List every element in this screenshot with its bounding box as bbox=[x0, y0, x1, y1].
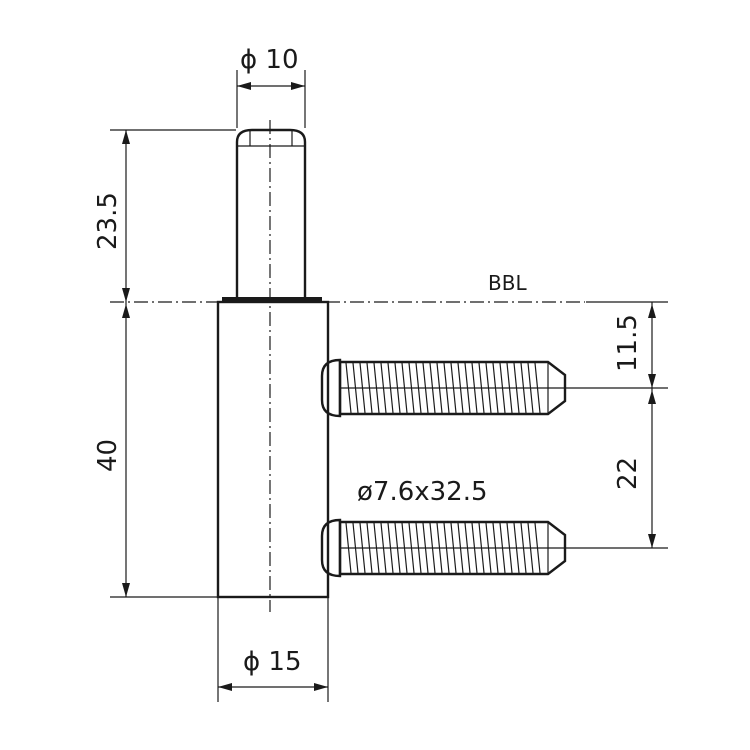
dimension-pin-height: 23.5 bbox=[93, 129, 236, 302]
svg-text:11.5: 11.5 bbox=[613, 314, 643, 372]
dimension-pin-diameter: ϕ 10 bbox=[236, 45, 306, 128]
dimension-sleeve-height: 40 bbox=[93, 302, 217, 598]
svg-text:40: 40 bbox=[93, 439, 123, 472]
svg-text:22: 22 bbox=[613, 457, 643, 490]
screw-size-label: ø7.6x32.5 bbox=[357, 477, 488, 507]
svg-text:ϕ 15: ϕ 15 bbox=[243, 647, 302, 677]
hinge-pin bbox=[222, 128, 322, 303]
dimension-sleeve-diameter: ϕ 15 bbox=[217, 598, 329, 702]
bbl-label: BBL bbox=[488, 271, 527, 295]
hinge-sleeve bbox=[216, 300, 330, 599]
svg-text:ϕ 10: ϕ 10 bbox=[240, 45, 299, 75]
dimension-screw-spacing: 22 bbox=[340, 388, 668, 549]
svg-text:23.5: 23.5 bbox=[93, 192, 123, 250]
dimension-screw-offset: 11.5 bbox=[340, 301, 668, 389]
